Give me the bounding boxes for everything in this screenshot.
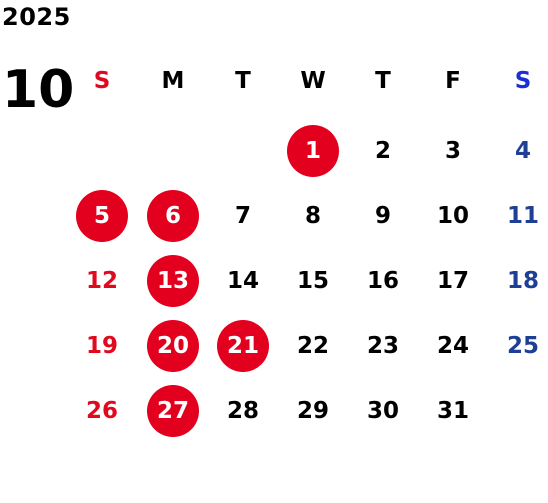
weekday-header-tue: T (235, 67, 251, 94)
day-25[interactable]: 25 (506, 332, 539, 359)
day-7[interactable]: 7 (234, 202, 251, 229)
month-number: 10 (2, 60, 75, 120)
day-6[interactable]: 6 (147, 190, 199, 242)
year-label: 2025 (2, 3, 71, 31)
day-27[interactable]: 27 (147, 385, 199, 437)
day-15[interactable]: 15 (296, 267, 329, 294)
day-9[interactable]: 9 (374, 202, 391, 229)
day-17[interactable]: 17 (436, 267, 469, 294)
day-16[interactable]: 16 (366, 267, 399, 294)
day-28[interactable]: 28 (226, 397, 259, 424)
day-23[interactable]: 23 (366, 332, 399, 359)
day-26[interactable]: 26 (85, 397, 118, 424)
day-10[interactable]: 10 (436, 202, 469, 229)
weekday-header-sun: S (93, 67, 111, 94)
day-20[interactable]: 20 (147, 320, 199, 372)
day-1[interactable]: 1 (287, 125, 339, 177)
weekday-header-thu: T (375, 67, 391, 94)
weekday-header-wed: W (300, 67, 326, 94)
day-11[interactable]: 11 (506, 202, 539, 229)
day-24[interactable]: 24 (436, 332, 469, 359)
day-14[interactable]: 14 (226, 267, 259, 294)
day-8[interactable]: 8 (304, 202, 321, 229)
day-21[interactable]: 21 (217, 320, 269, 372)
weekday-header-fri: F (445, 67, 461, 94)
day-12[interactable]: 12 (85, 267, 118, 294)
day-19[interactable]: 19 (85, 332, 118, 359)
day-5[interactable]: 5 (76, 190, 128, 242)
weekday-header-sat: S (514, 67, 532, 94)
day-4[interactable]: 4 (514, 137, 531, 164)
day-30[interactable]: 30 (366, 397, 399, 424)
day-22[interactable]: 22 (296, 332, 329, 359)
day-18[interactable]: 18 (506, 267, 539, 294)
day-31[interactable]: 31 (436, 397, 469, 424)
day-2[interactable]: 2 (374, 137, 391, 164)
day-3[interactable]: 3 (444, 137, 461, 164)
day-29[interactable]: 29 (296, 397, 329, 424)
day-13[interactable]: 13 (147, 255, 199, 307)
weekday-header-mon: M (161, 67, 185, 94)
